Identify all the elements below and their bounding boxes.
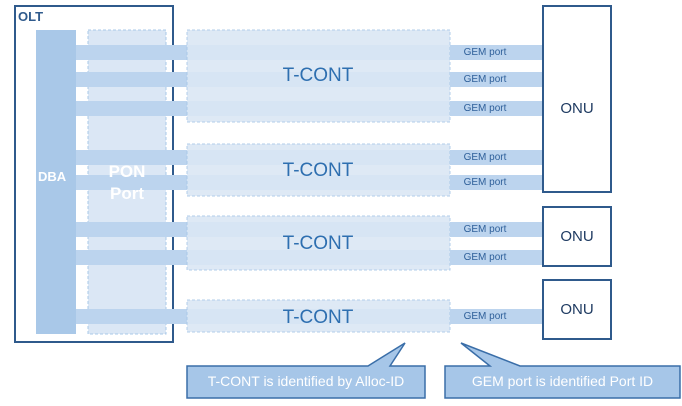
dba-bar (36, 30, 76, 334)
olt-title: OLT (18, 9, 44, 24)
tcont-box (186, 299, 451, 333)
gem-callout-shape (444, 342, 681, 399)
gem-port-label: GEM port (463, 103, 507, 114)
onu-label: ONU (560, 301, 594, 318)
onu-label: ONU (560, 228, 594, 245)
tcont-label: T-CONT (282, 65, 354, 86)
gem-port-label: GEM port (463, 177, 507, 188)
gem-label-pills (450, 45, 543, 324)
tcont-label: T-CONT (282, 307, 354, 328)
onu-label: ONU (560, 100, 594, 117)
onu-box (542, 206, 612, 267)
tcont-box (186, 143, 451, 197)
onu-box (542, 5, 612, 193)
gem-port-label: GEM port (463, 74, 507, 85)
gem-port-label: GEM port (463, 252, 507, 263)
tcont-label: T-CONT (282, 233, 354, 254)
tcont-callout-text: T-CONT is identified by Alloc-ID (207, 373, 405, 389)
tcont-label: T-CONT (282, 160, 354, 181)
tcont-box (186, 215, 451, 271)
gem-port-label: GEM port (463, 311, 507, 322)
gem-port-label: GEM port (463, 47, 507, 58)
olt-frame (14, 5, 174, 343)
dba-label: DBA (38, 169, 67, 184)
gem-callout-text: GEM port is identified Port ID (471, 373, 654, 389)
onu-box (542, 279, 612, 340)
tcont-box (186, 29, 451, 123)
tcont-callout-shape (186, 342, 426, 399)
pon-port-label: PON Port (108, 162, 146, 203)
gem-port-label: GEM port (463, 224, 507, 235)
gem-port-label: GEM port (463, 152, 507, 163)
